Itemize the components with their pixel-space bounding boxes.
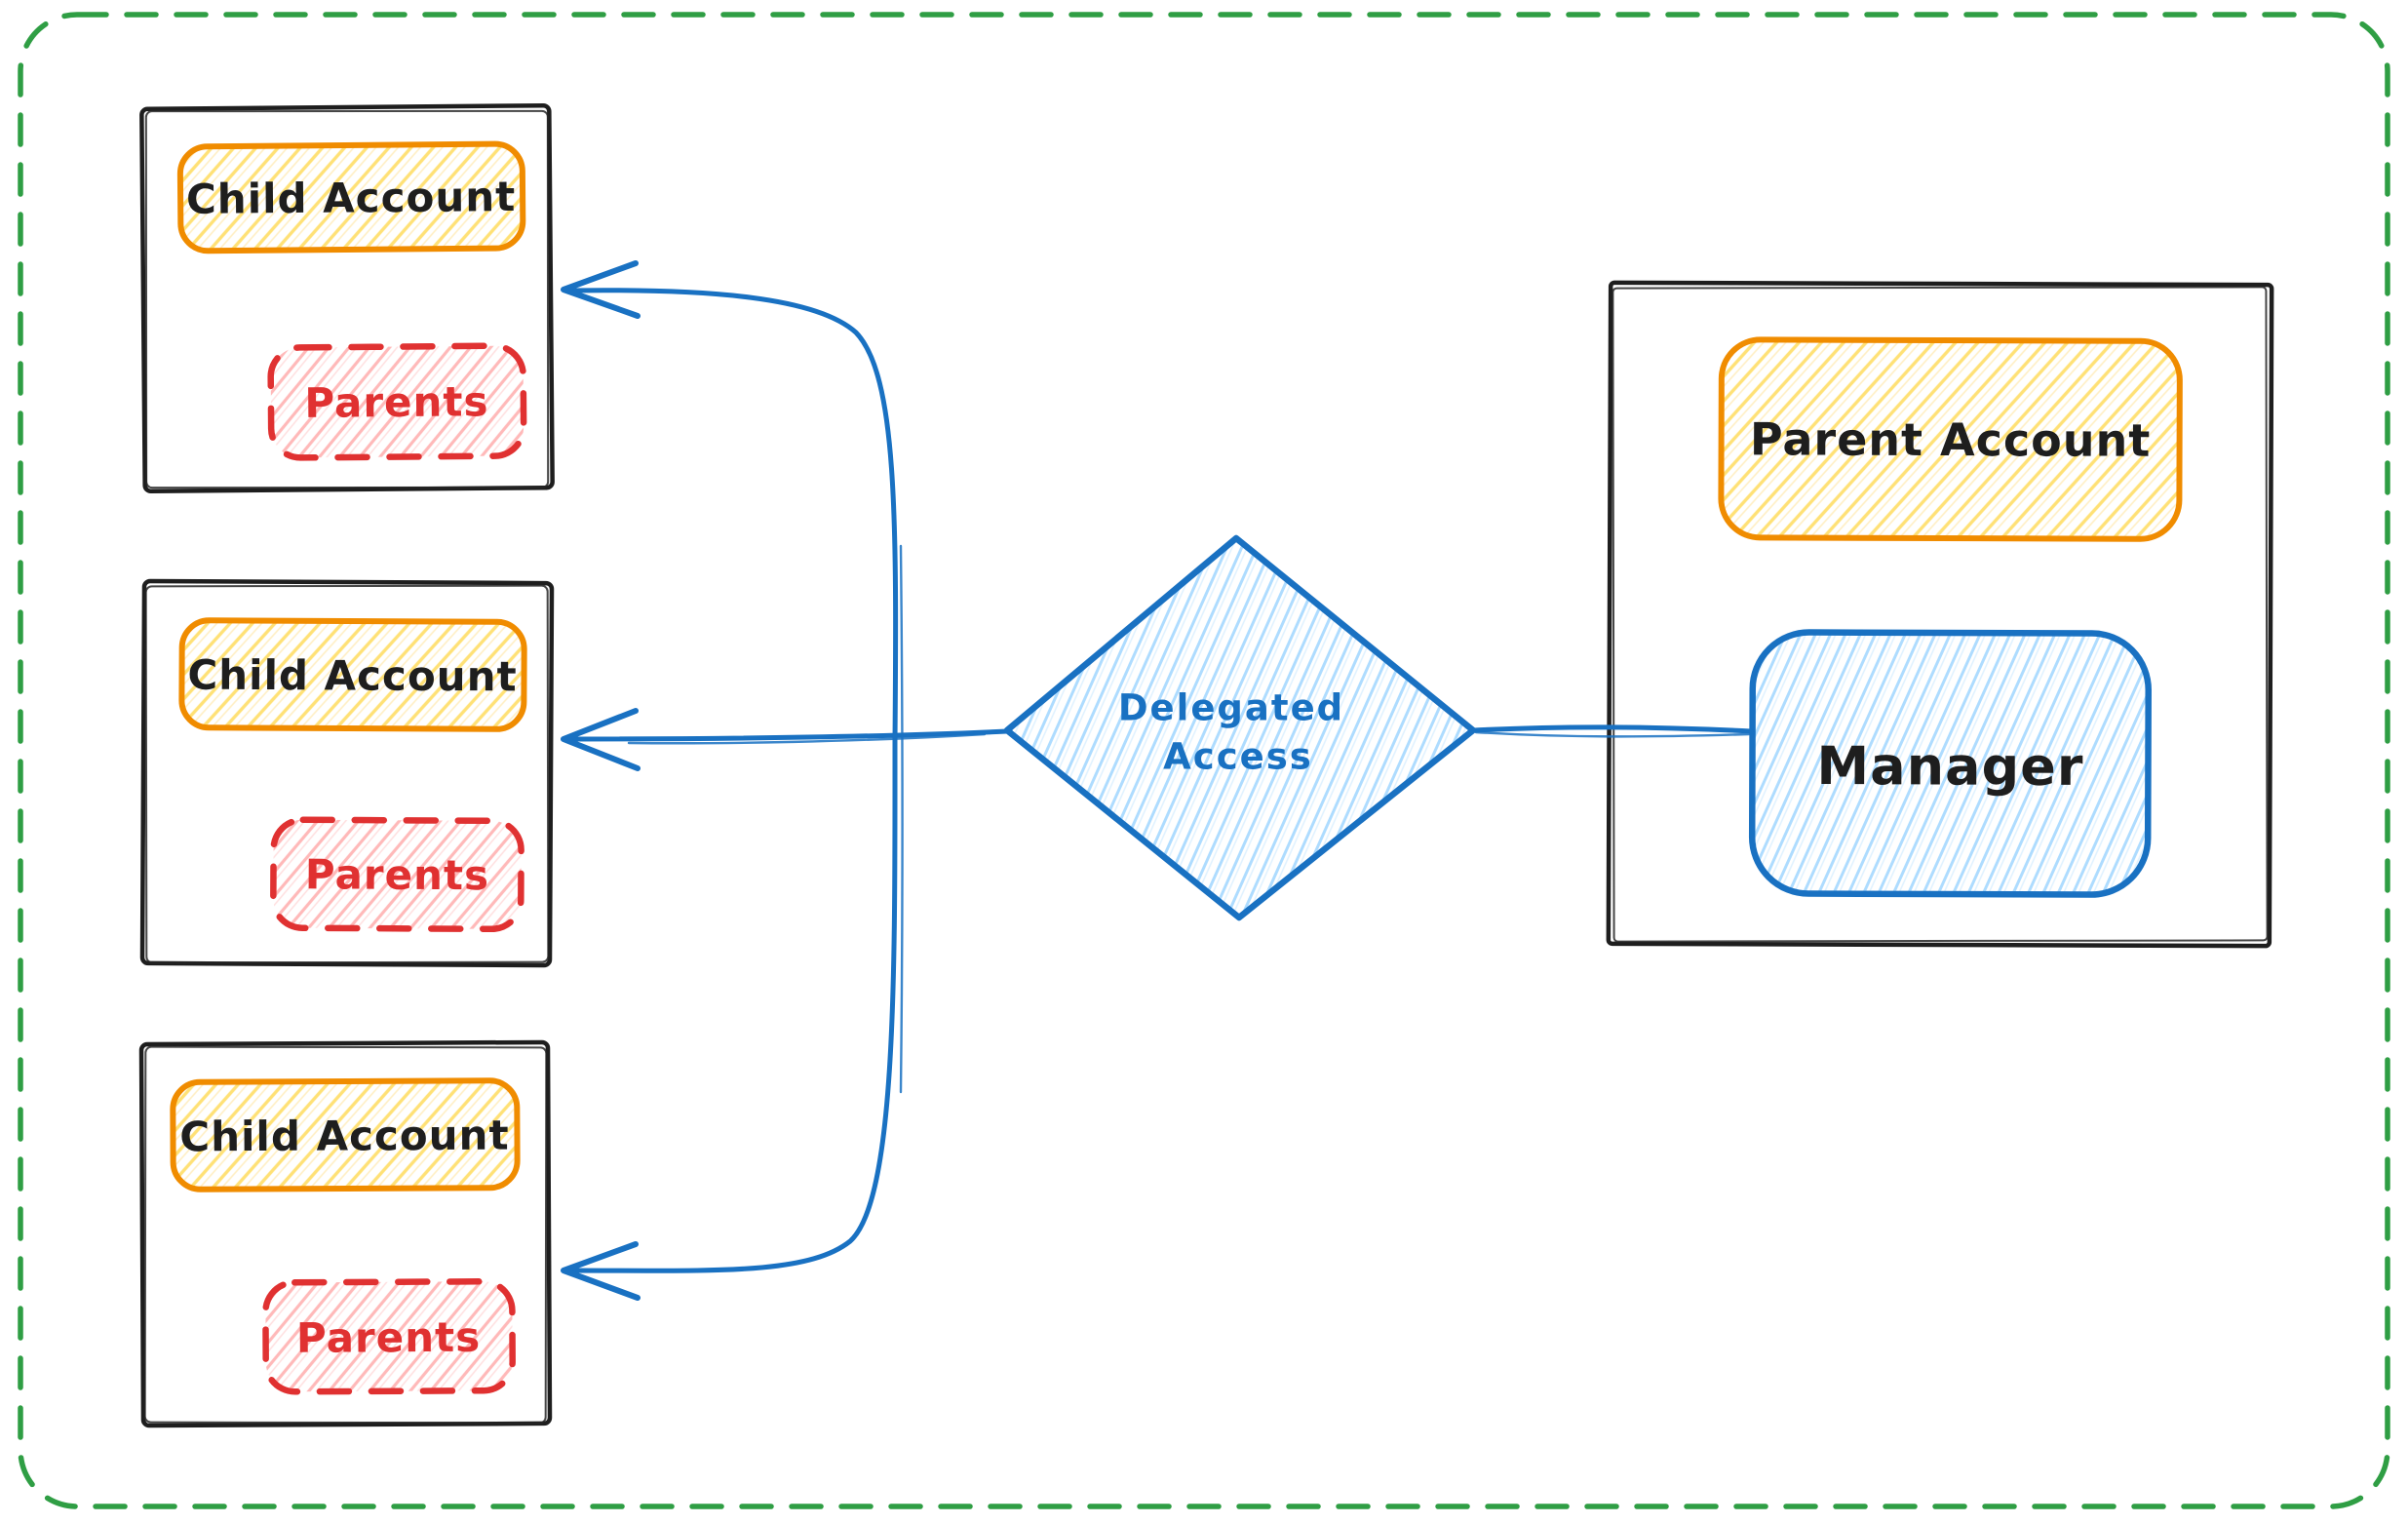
arrow-delegated-to-child-2[interactable]	[561, 708, 1010, 771]
parent-account-node[interactable]: Parent Account Manager	[1606, 280, 2274, 949]
child-account-badge[interactable]: Child Account	[176, 140, 526, 254]
arrow-line	[566, 736, 898, 1273]
node-box-sketch	[144, 109, 550, 489]
parents-label: Parents	[305, 850, 489, 899]
node-box-sketch	[143, 1045, 548, 1425]
node-box-sketch	[144, 584, 550, 964]
arrow-line	[566, 728, 1010, 742]
arrow-line-sketch	[899, 544, 904, 1094]
child-account-node-3[interactable]: Child Account Parents	[138, 1039, 553, 1428]
arrow-line-sketch	[627, 732, 987, 745]
parents-badge[interactable]: Parents	[262, 1278, 516, 1395]
arrow-delegated-to-child-1[interactable]	[561, 260, 899, 744]
child-account-badge[interactable]: Child Account	[170, 1077, 521, 1192]
child-account-label: Child Account	[186, 173, 517, 223]
node-box-sketch	[1612, 286, 2269, 943]
parents-label: Parents	[304, 377, 489, 427]
child-account-node-1[interactable]: Child Account Parents	[139, 102, 555, 494]
child-account-label: Child Account	[187, 651, 517, 701]
delegated-access-label-line2: Access	[1163, 736, 1313, 778]
parents-badge[interactable]: Parents	[270, 816, 524, 933]
arrowhead-icon	[561, 1241, 641, 1301]
connector-line-sketch	[1474, 730, 1751, 738]
arrow-delegated-to-child-3[interactable]	[561, 544, 904, 1301]
parents-label: Parents	[296, 1313, 481, 1362]
arrow-line	[566, 288, 899, 744]
arrowhead-icon	[561, 708, 641, 771]
child-account-node-2[interactable]: Child Account Parents	[139, 578, 555, 968]
connector-line	[1471, 724, 1754, 734]
child-account-label: Child Account	[179, 1112, 509, 1161]
arrowhead-icon	[561, 260, 641, 319]
parents-badge[interactable]: Parents	[267, 342, 527, 461]
diamond-shape	[1003, 534, 1477, 921]
parent-account-badge[interactable]: Parent Account	[1718, 336, 2183, 542]
canvas-border	[18, 12, 2390, 1509]
manager-node[interactable]: Manager	[1748, 629, 2152, 898]
connector-manager-to-diamond[interactable]	[1471, 724, 1754, 738]
delegated-access-diamond[interactable]: Delegated Access	[1003, 534, 1477, 921]
manager-label: Manager	[1816, 735, 2083, 798]
parent-account-label: Parent Account	[1750, 412, 2152, 466]
delegated-access-label-line1: Delegated	[1118, 687, 1344, 729]
child-account-badge[interactable]: Child Account	[178, 617, 527, 732]
